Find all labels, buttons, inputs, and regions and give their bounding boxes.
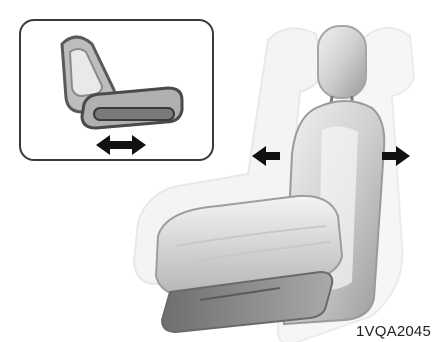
figure-code: 1VQA2045 [356, 323, 431, 340]
headrest [318, 26, 366, 98]
inset-panel [20, 20, 213, 160]
